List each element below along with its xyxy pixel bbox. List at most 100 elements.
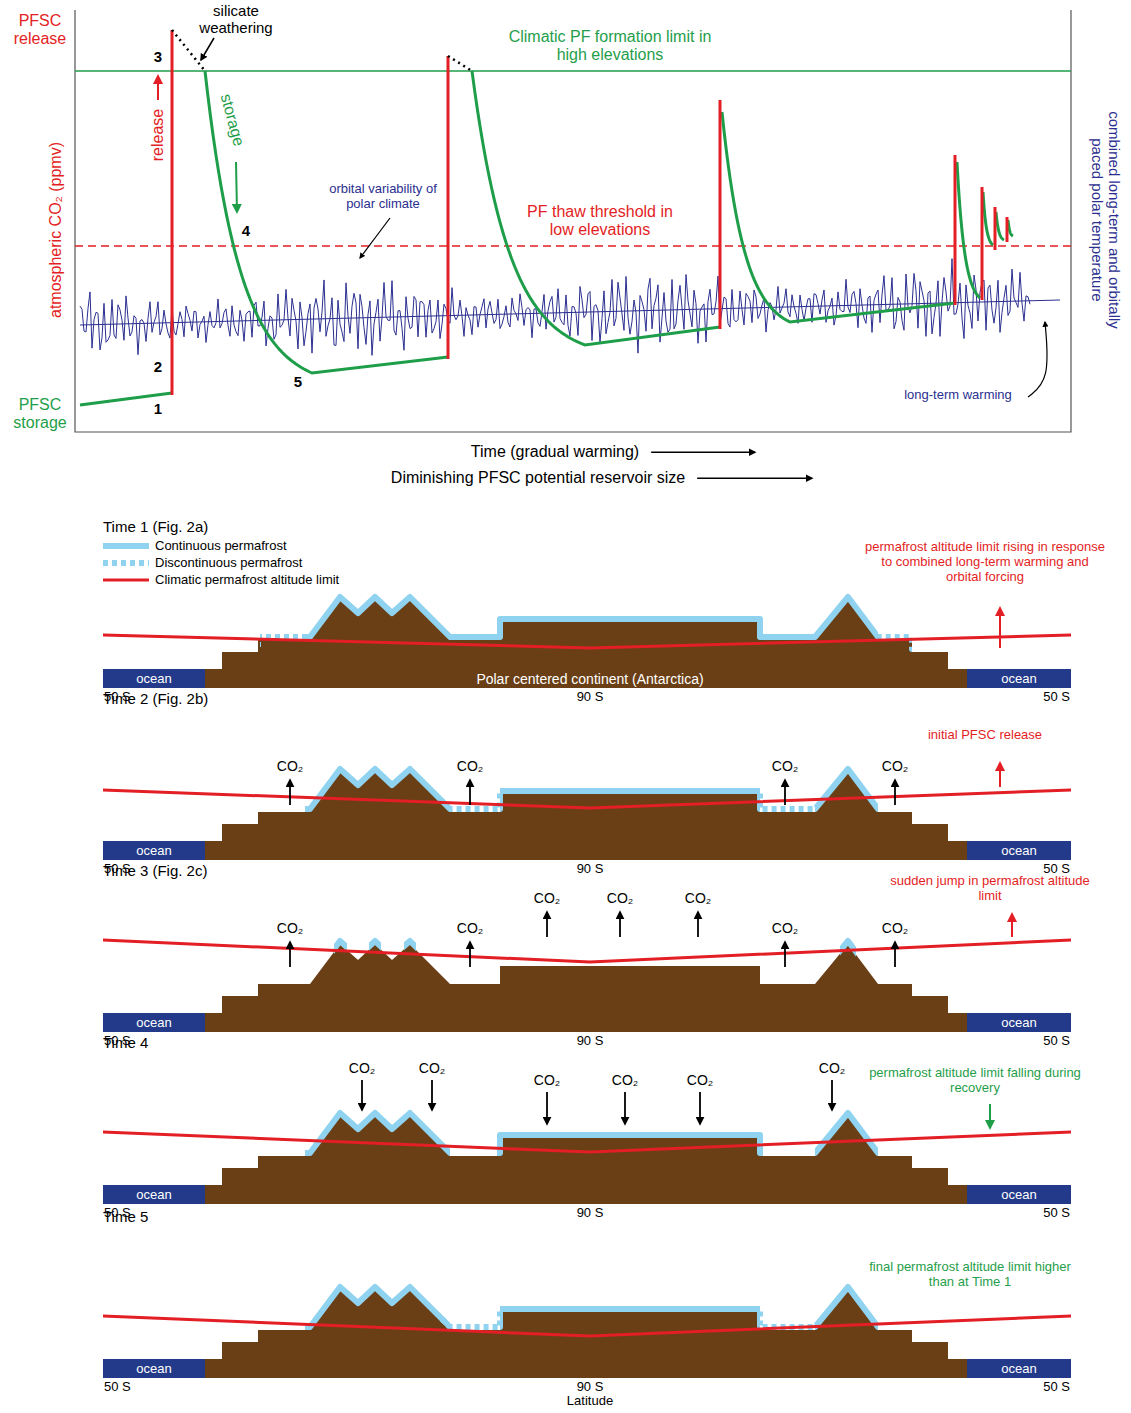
callout-number: 3 [154, 48, 162, 65]
co2-flux-arrow [469, 942, 471, 967]
co2-flux-label: CO₂ [349, 1060, 375, 1076]
axis-title: Time (gradual warming) [471, 443, 639, 461]
co2-flux-label: CO₂ [419, 1060, 445, 1076]
co2-storage-curve [1008, 220, 1013, 236]
co2-release-spike [171, 30, 174, 395]
co2-flux-arrow [431, 1080, 433, 1110]
continent-cross-section [205, 600, 967, 688]
ocean-label: ocean [136, 1188, 171, 1201]
label: silicate weathering [186, 2, 286, 37]
latitude-tick: 90 S [577, 1380, 604, 1395]
trend-arrow [989, 1104, 991, 1128]
discontinuous-permafrost [760, 1287, 815, 1356]
continent-cross-section [205, 1290, 967, 1378]
co2-flux-arrow [361, 1080, 363, 1110]
chart-frame [75, 10, 1071, 432]
trend-arrow [999, 763, 1001, 787]
latitude-tick: 50 S [1043, 1034, 1070, 1049]
legend-item: Continuous permafrost [103, 539, 287, 554]
axis-title: Diminishing PFSC potential reservoir siz… [391, 469, 685, 487]
panel-title: Time 4 [103, 1034, 148, 1051]
discontinuous-permafrost [260, 597, 305, 666]
axis-arrow [697, 477, 812, 479]
co2-flux-arrow [619, 912, 621, 937]
latitude-tick: 50 S [1043, 1380, 1070, 1395]
pf-formation-limit-line [75, 70, 1071, 72]
ocean-box: ocean [103, 669, 205, 688]
ocean-label: ocean [1001, 1362, 1036, 1375]
permafrost-altitude-limit [103, 1132, 1071, 1152]
ocean-label: ocean [1001, 1016, 1036, 1029]
ocean-label: ocean [1001, 1188, 1036, 1201]
latitude-tick: 90 S [577, 690, 604, 705]
co2-flux-arrow [697, 912, 699, 937]
ocean-box: ocean [967, 1359, 1071, 1378]
annotation: permafrost altitude limit rising in resp… [865, 540, 1105, 585]
co2-flux-arrow [289, 780, 291, 805]
co2-release-spike [1006, 217, 1009, 242]
ocean-box: ocean [967, 669, 1071, 688]
co2-flux-label: CO₂ [882, 758, 908, 774]
label: long-term warming [904, 388, 1012, 403]
latitude-tick: 50 S [104, 1380, 131, 1395]
legend-swatch [103, 556, 149, 570]
continent-cross-section [205, 772, 967, 860]
ocean-box: ocean [103, 1013, 205, 1032]
annotation: initial PFSC release [885, 728, 1085, 743]
co2-release-spike [719, 100, 722, 329]
ocean-box: ocean [967, 1013, 1071, 1032]
co2-flux-label: CO₂ [687, 1072, 713, 1088]
co2-flux-label: CO₂ [534, 890, 560, 906]
legend-text: Continuous permafrost [155, 539, 287, 554]
continuous-permafrost [815, 1287, 878, 1356]
co2-flux-label: CO₂ [772, 920, 798, 936]
release-arrow [157, 76, 159, 100]
legend-swatch [103, 539, 149, 553]
legend-item: Discontinuous permafrost [103, 556, 302, 571]
ocean-label: ocean [1001, 844, 1036, 857]
callout-number: 1 [152, 400, 164, 417]
ocean-box: ocean [103, 1359, 205, 1378]
label: orbital variability of polar climate [318, 182, 448, 212]
co2-release-spike [981, 187, 984, 300]
axis-title: Latitude [567, 1394, 613, 1409]
continuous-permafrost [404, 941, 416, 1010]
silicate-weathering-drawdown [448, 56, 472, 71]
co2-storage-curve [957, 162, 980, 298]
permafrost-altitude-limit [103, 635, 1071, 648]
continent-cross-section [205, 1116, 967, 1204]
label: PFSC storage [8, 396, 72, 433]
ocean-label: ocean [136, 1016, 171, 1029]
co2-flux-label: CO₂ [277, 920, 303, 936]
continuous-permafrost [500, 1287, 760, 1356]
latitude-tick: 50 S [1043, 1206, 1070, 1221]
co2-flux-label: CO₂ [612, 1072, 638, 1088]
co2-flux-arrow [624, 1092, 626, 1124]
trend-arrow [1011, 914, 1013, 937]
label: storage [216, 92, 248, 148]
trend-arrow [999, 608, 1001, 648]
annotation: sudden jump in permafrost altitude limit [890, 874, 1090, 904]
label: release [149, 109, 167, 161]
permafrost-altitude-limit [103, 1316, 1071, 1336]
discontinuous-permafrost [440, 1287, 500, 1356]
co2-flux-label: CO₂ [819, 1060, 845, 1076]
legend-text: Climatic permafrost altitude limit [155, 573, 339, 588]
weathering-arrow [201, 38, 214, 60]
label: Climatic PF formation limit in high elev… [500, 28, 720, 65]
co2-flux-label: CO₂ [457, 758, 483, 774]
latitude-tick: 90 S [577, 1206, 604, 1221]
permafrost-altitude-limit [103, 940, 1071, 962]
ocean-label: ocean [1001, 672, 1036, 685]
callout-number: 2 [152, 358, 164, 375]
co2-flux-arrow [831, 1080, 833, 1110]
co2-flux-label: CO₂ [772, 758, 798, 774]
continuous-permafrost [815, 769, 878, 838]
co2-flux-label: CO₂ [277, 758, 303, 774]
label: PFSC release [8, 12, 72, 49]
continent-label: Polar centered continent (Antarctica) [476, 671, 703, 687]
co2-flux-label: CO₂ [882, 920, 908, 936]
panel-title: Time 5 [103, 1208, 148, 1225]
long-term-trend-line [80, 300, 1060, 325]
